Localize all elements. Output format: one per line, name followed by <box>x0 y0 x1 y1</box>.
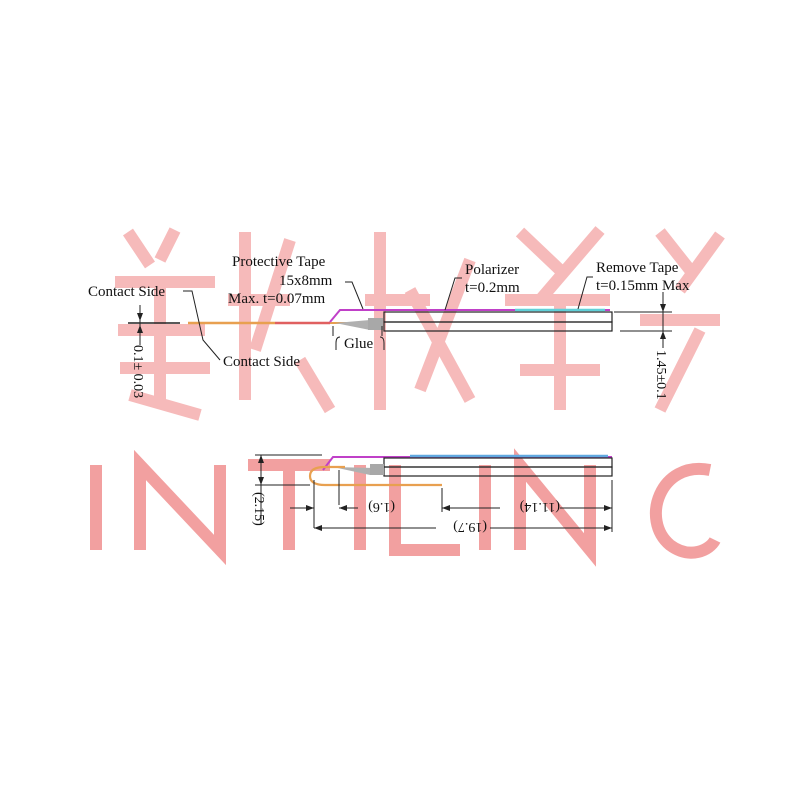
glue-bracket-right <box>379 326 385 350</box>
contact-side-leader-top <box>183 290 221 361</box>
arrow-down-icon <box>660 304 666 312</box>
watermark-bottom <box>90 448 721 567</box>
top-dimensions: 0.1± 0.03 1.45±0.1 <box>130 292 672 400</box>
folded-upper-glass <box>383 457 613 468</box>
folded-glue-wedge <box>333 467 375 475</box>
folded-cross-section: (2.15) (1.6) (11.14) (19.7) <box>251 454 613 534</box>
arrow-down-icon <box>137 313 143 321</box>
top-labels: Contact Side Contact Side Protective Tap… <box>88 254 690 370</box>
arrow-right-icon <box>306 505 314 511</box>
arrow-left-icon <box>442 505 450 511</box>
remove-tape-title: Remove Tape <box>596 260 679 276</box>
arrow-right-icon <box>604 505 612 511</box>
panel-thickness-value: 1.45±0.1 <box>653 350 668 400</box>
total-length-value: (19.7) <box>453 519 487 534</box>
fpc-thickness-value: 0.1± 0.03 <box>130 345 145 398</box>
folded-fpc <box>308 465 442 487</box>
overlap-length-value: (11.14) <box>519 499 560 514</box>
protective-tape-leader <box>345 281 364 310</box>
arrow-up-icon <box>258 455 264 463</box>
arrow-up-icon <box>137 325 143 333</box>
glue-label: Glue <box>344 336 374 352</box>
arrow-left-icon <box>339 505 347 511</box>
polarizer-thickness: t=0.2mm <box>465 280 520 296</box>
arrow-left-icon <box>314 525 322 531</box>
contact-side-bottom-label: Contact Side <box>223 354 300 370</box>
folded-glue-block <box>370 464 384 475</box>
height-value: (2.15) <box>251 492 266 526</box>
bend-offset-value: (1.6) <box>368 499 395 514</box>
glue-wedge <box>335 320 370 330</box>
contact-side-top-label: Contact Side <box>88 284 165 300</box>
lower-glass <box>383 321 613 332</box>
glue-bracket-left <box>332 326 341 350</box>
glue-block <box>368 318 383 330</box>
remove-tape-thickness: t=0.15mm Max <box>596 278 690 294</box>
top-cross-section <box>128 308 613 332</box>
protective-tape-size: 15x8mm <box>279 273 333 289</box>
polarizer-title: Polarizer <box>465 262 519 278</box>
folded-lower-glass <box>383 466 613 477</box>
protective-tape-line <box>329 309 610 323</box>
polarizer-leader <box>444 277 462 311</box>
arrow-right-icon <box>604 525 612 531</box>
arrow-up-icon <box>660 331 666 339</box>
arrow-down-icon <box>258 477 264 485</box>
protective-tape-thickness: Max. t=0.07mm <box>228 291 326 307</box>
protective-tape-title: Protective Tape <box>232 254 326 270</box>
remove-tape-leader <box>577 276 593 310</box>
